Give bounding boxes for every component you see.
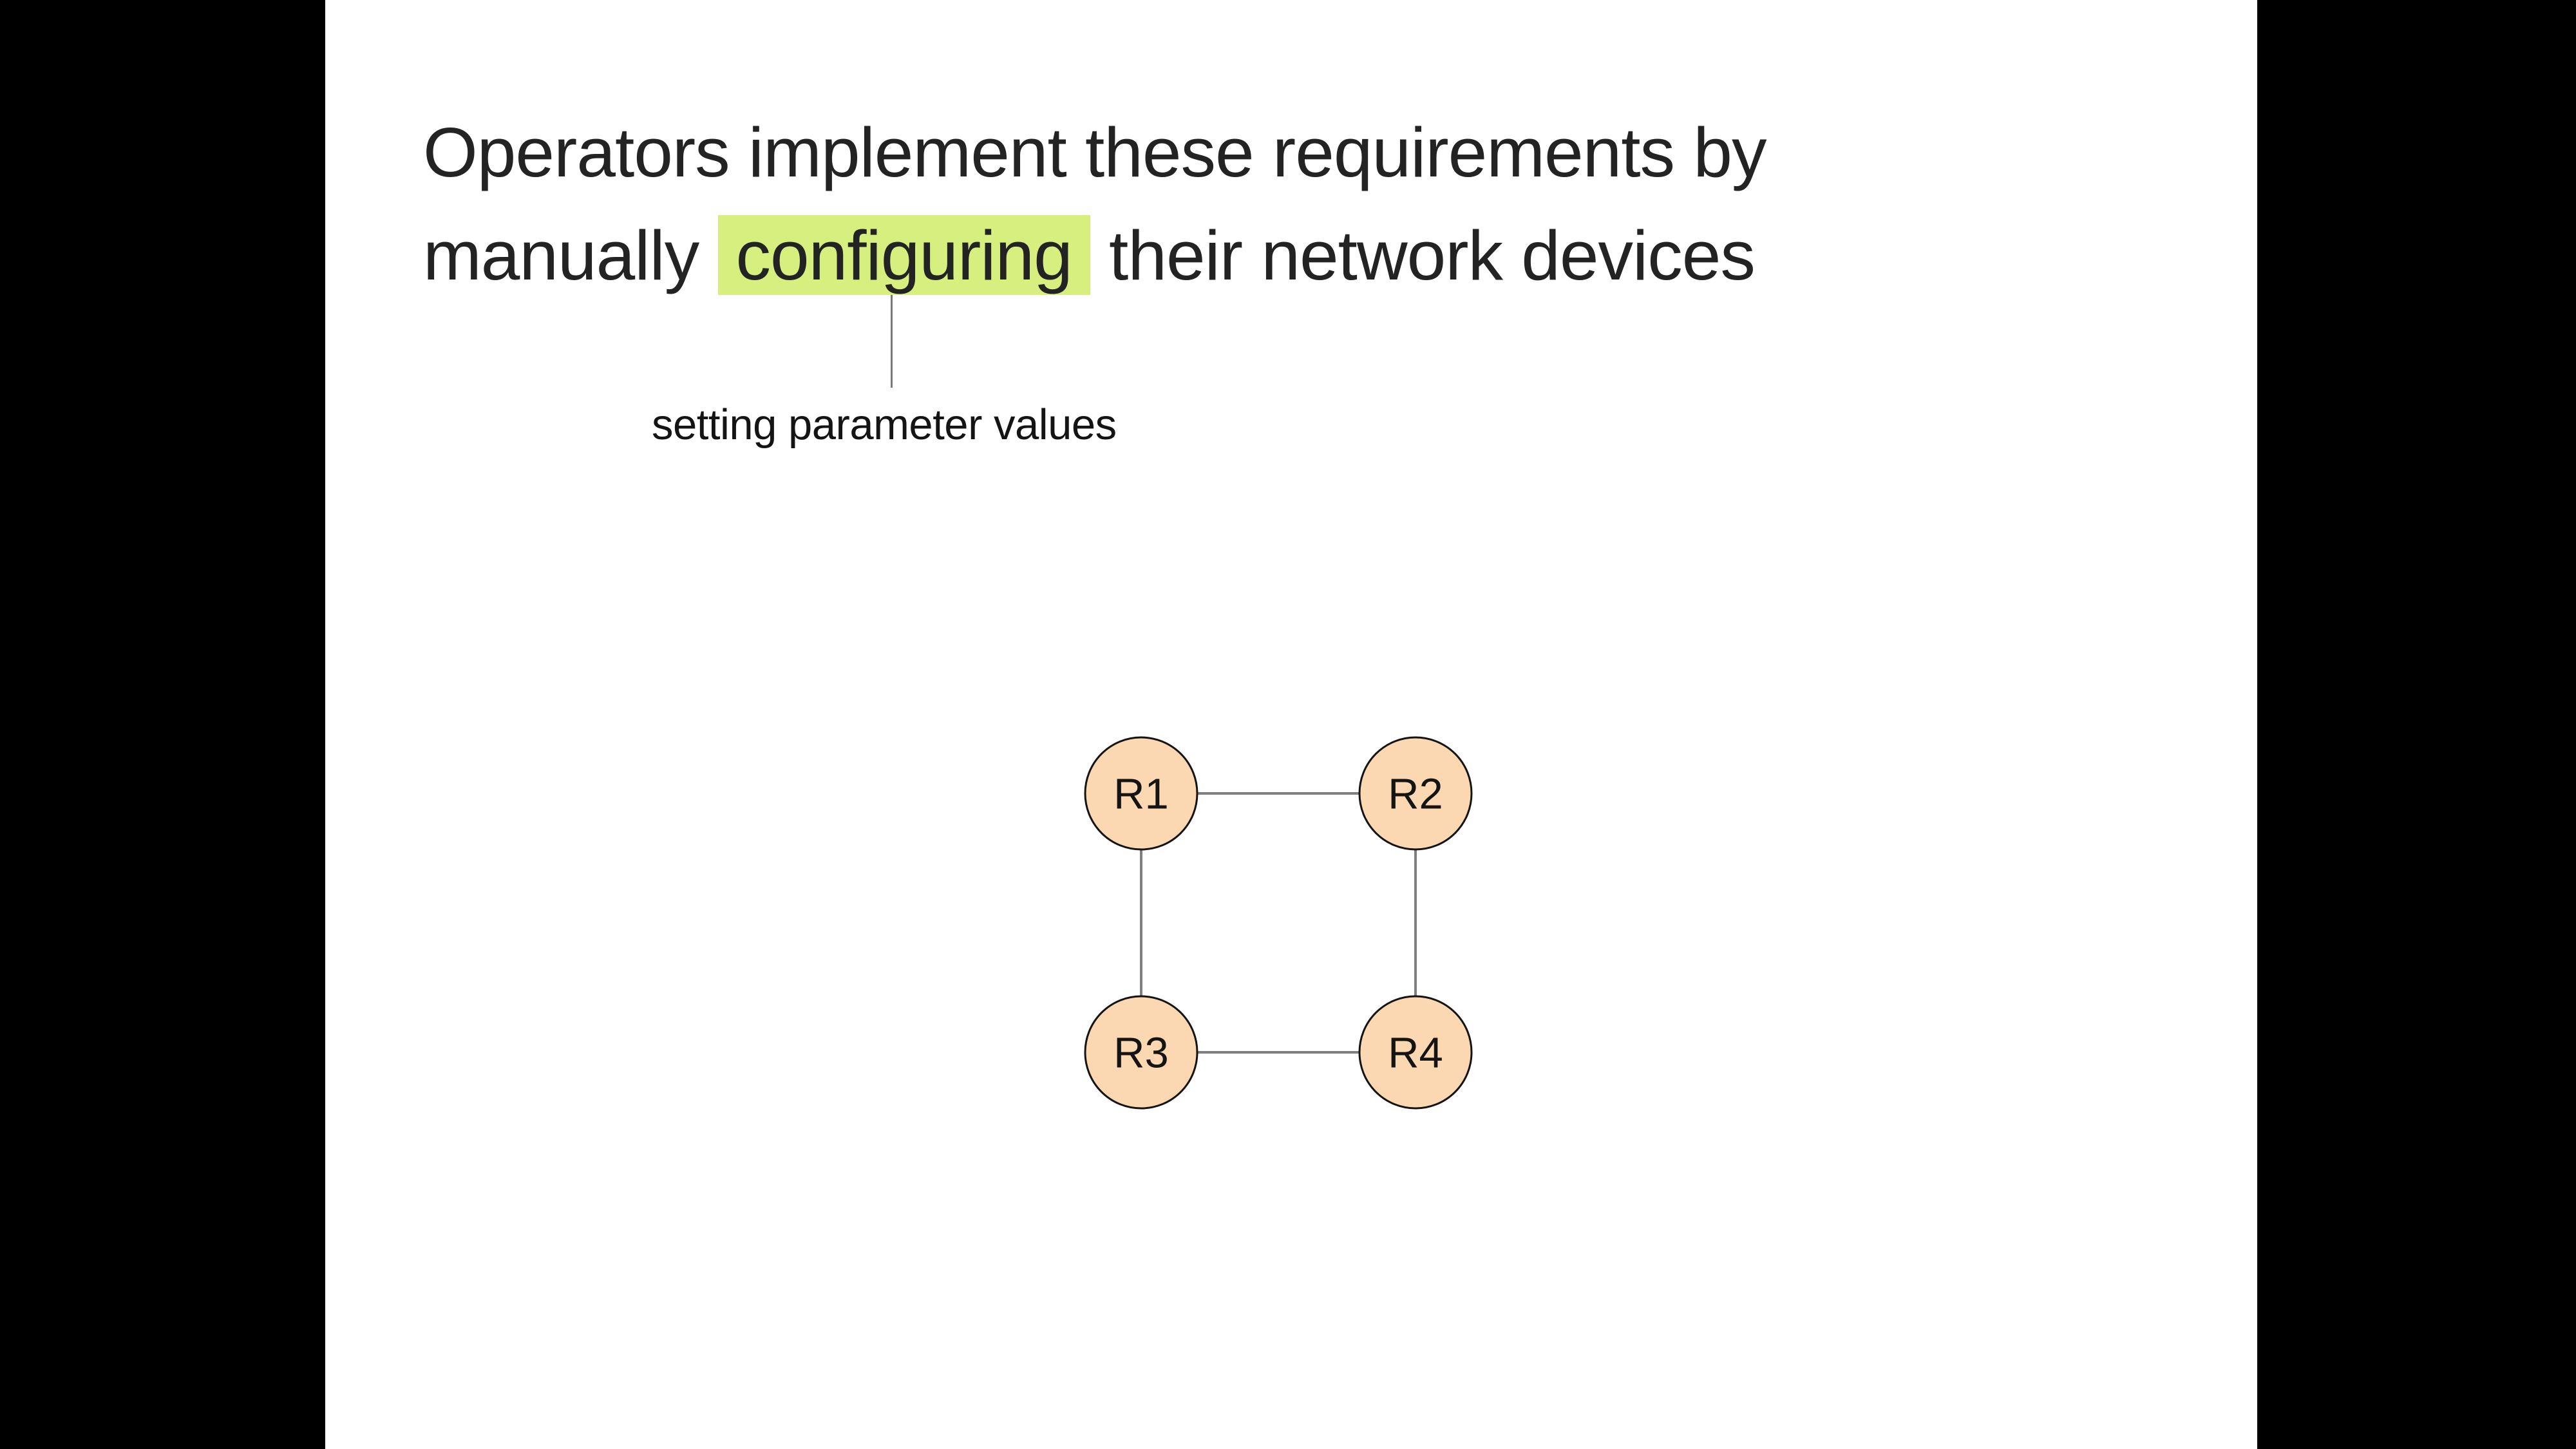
letterbox-left: [0, 0, 325, 1449]
node-r3-circle: [1084, 995, 1198, 1110]
router-node-r3: R3: [1084, 995, 1198, 1110]
router-node-r2: R2: [1358, 736, 1473, 851]
node-r2-label: R2: [1388, 770, 1443, 818]
slide-title: Operators implement these requirements b…: [423, 101, 1766, 307]
letterbox-right: [2257, 0, 2576, 1449]
slide: Operators implement these requirements b…: [325, 0, 2257, 1449]
title-line-1: Operators implement these requirements b…: [423, 113, 1766, 192]
callout-label: setting parameter values: [652, 401, 1117, 449]
highlighted-word: configuring: [717, 215, 1090, 295]
router-node-r4: R4: [1358, 995, 1473, 1110]
node-r2-circle: [1358, 736, 1473, 851]
node-r1-label: R1: [1113, 770, 1169, 818]
node-r4-label: R4: [1388, 1028, 1443, 1077]
router-node-r1: R1: [1084, 736, 1198, 851]
node-r3-label: R3: [1113, 1028, 1169, 1077]
network-topology-diagram: R1 R2 R3 R4: [1084, 736, 1473, 1110]
node-r4-circle: [1358, 995, 1473, 1110]
callout-connector-line: [891, 295, 893, 388]
title-line-2-before: manually: [423, 216, 718, 295]
title-line-2-after: their network devices: [1090, 216, 1756, 295]
node-r1-circle: [1084, 736, 1198, 851]
